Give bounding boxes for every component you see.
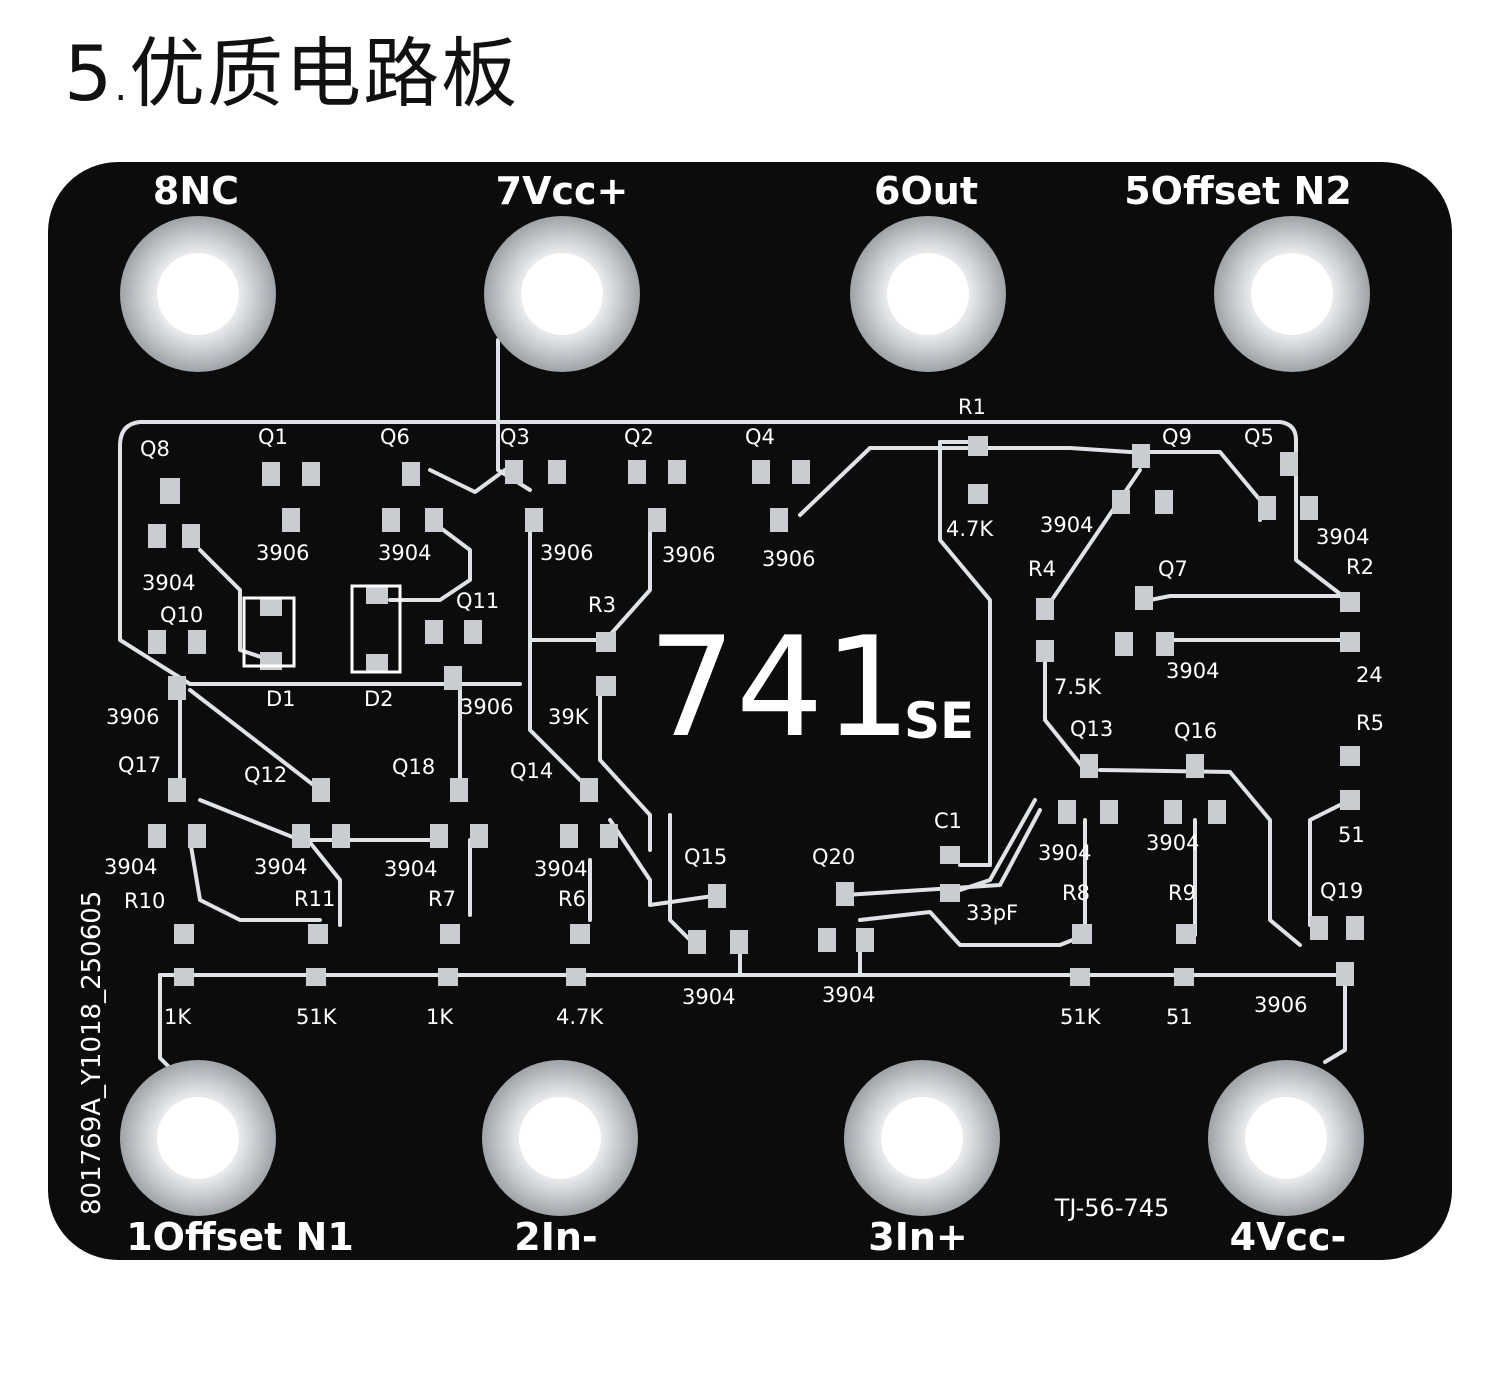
pin-pad-5	[1214, 216, 1370, 372]
label-q11: Q11	[456, 589, 499, 613]
pin-pad-6	[850, 216, 1006, 372]
model-code: TJ-56-745	[1054, 1194, 1170, 1222]
label-r11: R11	[294, 887, 335, 911]
label-r7: R7	[428, 887, 456, 911]
label-39k: 39K	[548, 705, 590, 729]
label-q2: Q2	[624, 425, 654, 449]
label-3904-d: 3904	[142, 571, 195, 595]
pin-pads	[120, 216, 1370, 1216]
label-3904-g: 3904	[1146, 831, 1199, 855]
pcb-board	[48, 162, 1452, 1260]
label-q3: Q3	[500, 425, 530, 449]
label-r9: R9	[1168, 881, 1196, 905]
label-33pf: 33pF	[966, 901, 1018, 925]
label-q15: Q15	[684, 845, 727, 869]
label-3904-a: 3904	[378, 541, 431, 565]
label-3904-m: 3904	[822, 983, 875, 1007]
label-1k-a: 1K	[164, 1005, 192, 1029]
chip-number: 741	[648, 607, 911, 768]
label-q14: Q14	[510, 759, 553, 783]
pin-label-6: 6Out	[874, 169, 978, 213]
label-3906-e: 3906	[106, 705, 159, 729]
chip-suffix: SE	[904, 692, 974, 750]
label-q19: Q19	[1320, 879, 1363, 903]
label-q5: Q5	[1244, 425, 1274, 449]
pin-label-3: 3In+	[868, 1215, 967, 1259]
label-7-5k: 7.5K	[1054, 675, 1102, 699]
pin-label-8: 8NC	[153, 169, 239, 213]
label-3906-a: 3906	[256, 541, 309, 565]
label-q7: Q7	[1158, 557, 1188, 581]
copper-traces	[118, 338, 1352, 1070]
heading-separator: .	[114, 64, 130, 110]
pin-pad-4	[1208, 1060, 1364, 1216]
pin-pad-8	[120, 216, 276, 372]
pin-label-5: 5Offset N2	[1124, 169, 1352, 213]
label-d2: D2	[364, 687, 394, 711]
label-3904-c: 3904	[1316, 525, 1369, 549]
heading-number: 5	[64, 29, 115, 118]
pin-pad-1	[120, 1060, 276, 1216]
label-r2: R2	[1346, 555, 1374, 579]
pin-label-4: 4Vcc-	[1230, 1215, 1347, 1259]
pin-pad-7	[484, 216, 640, 372]
label-q16: Q16	[1174, 719, 1217, 743]
label-d1: D1	[266, 687, 296, 711]
label-q6: Q6	[380, 425, 410, 449]
label-q13: Q13	[1070, 717, 1113, 741]
label-3904-e: 3904	[1166, 659, 1219, 683]
label-3904-l: 3904	[682, 985, 735, 1009]
label-24: 24	[1356, 663, 1383, 687]
label-r6: R6	[558, 887, 586, 911]
pin-label-7: 7Vcc+	[496, 169, 629, 213]
label-r3: R3	[588, 593, 616, 617]
label-3906-g: 3906	[1254, 993, 1307, 1017]
label-c1: C1	[934, 809, 962, 833]
label-3904-j: 3904	[384, 857, 437, 881]
label-q4: Q4	[745, 425, 775, 449]
label-51-a: 51	[1338, 823, 1365, 847]
pin-label-2: 2In-	[514, 1215, 597, 1259]
pin-label-1: 1Offset N1	[126, 1215, 354, 1259]
label-3904-i: 3904	[254, 855, 307, 879]
pin-pad-2	[482, 1060, 638, 1216]
smd-pads	[148, 436, 1364, 986]
label-3906-b: 3906	[540, 541, 593, 565]
label-q1: Q1	[258, 425, 288, 449]
label-r5: R5	[1356, 711, 1384, 735]
label-3904-b: 3904	[1040, 513, 1093, 537]
label-r1: R1	[958, 395, 986, 419]
label-3906-c: 3906	[662, 543, 715, 567]
label-3904-f: 3904	[1038, 841, 1091, 865]
board-code: 801769A_Y1018_250605	[77, 891, 107, 1215]
label-q10: Q10	[160, 603, 203, 627]
heading-title: 优质电路板	[129, 29, 520, 118]
page-heading: 5.优质电路板	[64, 12, 519, 122]
label-4-7k-a: 4.7K	[946, 517, 994, 541]
label-r4: R4	[1028, 557, 1056, 581]
diode-outlines	[242, 584, 402, 674]
component-labels: Q8 Q1 Q6 Q3 Q2 Q4 R1 Q9 Q5 3906 3904 390…	[104, 395, 1384, 1029]
label-51k-a: 51K	[296, 1005, 338, 1029]
label-q9: Q9	[1162, 425, 1192, 449]
label-q20: Q20	[812, 845, 855, 869]
label-3904-k: 3904	[534, 857, 587, 881]
label-q18: Q18	[392, 755, 435, 779]
label-1k-b: 1K	[426, 1005, 454, 1029]
label-3906-f: 3906	[460, 695, 513, 719]
label-r10: R10	[124, 889, 165, 913]
label-3906-d: 3906	[762, 547, 815, 571]
label-4-7k-b: 4.7K	[556, 1005, 604, 1029]
pin-pad-3	[844, 1060, 1000, 1216]
label-q12: Q12	[244, 763, 287, 787]
label-q8: Q8	[140, 437, 170, 461]
label-r8: R8	[1062, 881, 1090, 905]
label-51-b: 51	[1166, 1005, 1193, 1029]
label-3904-h: 3904	[104, 855, 157, 879]
label-q17: Q17	[118, 753, 161, 777]
label-51k-b: 51K	[1060, 1005, 1102, 1029]
